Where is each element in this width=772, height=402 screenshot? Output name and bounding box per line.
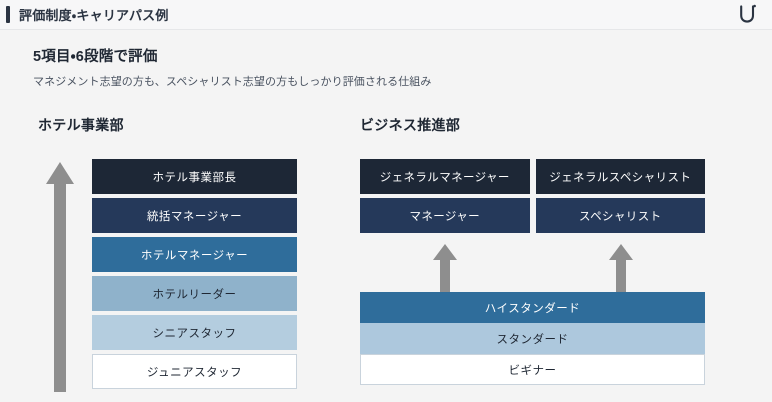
right-promotion-arrows <box>360 243 705 295</box>
intro-title: 5項目・6段階で評価 <box>33 49 158 65</box>
right-standard-bands: ハイスタンダードスタンダードビギナー <box>360 292 705 385</box>
header-accent-bar <box>6 6 10 23</box>
career-level-label: ホテルリーダー <box>152 288 237 301</box>
track-role-box: スペシャリスト <box>535 198 705 233</box>
right-column-heading: ビジネス推進部 <box>360 117 461 133</box>
left-career-ladder: ホテル事業部長統括マネージャーホテルマネージャーホテルリーダーシニアスタッフジュ… <box>92 159 297 389</box>
career-level-box: ホテルリーダー <box>92 276 297 311</box>
career-level-box: 統括マネージャー <box>92 198 297 233</box>
track-role-box: マネージャー <box>360 198 530 233</box>
career-level-box: シニアスタッフ <box>92 315 297 350</box>
track-role-box: ジェネラルマネージャー <box>360 159 530 194</box>
track-role-label: ジェネラルスペシャリスト <box>549 171 692 184</box>
career-level-label: 統括マネージャー <box>146 210 243 223</box>
track-role-label: スペシャリスト <box>579 210 662 223</box>
track-role-label: ジェネラルマネージャー <box>379 171 510 184</box>
up-arrow-icon-manager <box>432 243 458 295</box>
career-level-box: ホテル事業部長 <box>92 159 297 194</box>
standard-band-box: ハイスタンダード <box>360 292 705 323</box>
standard-band-label: ビギナー <box>508 364 557 377</box>
intro-block: 5項目・6段階で評価 マネジメント志望の方も、スペシャリスト志望の方もしっかり評… <box>33 45 432 89</box>
career-level-label: ジュニアスタッフ <box>146 366 243 379</box>
standard-band-label: ハイスタンダード <box>484 302 581 315</box>
career-level-label: シニアスタッフ <box>152 327 237 340</box>
standard-band-box: スタンダード <box>360 323 705 354</box>
career-level-box: ジュニアスタッフ <box>92 354 297 389</box>
standard-band-label: スタンダード <box>496 333 569 346</box>
left-growth-arrow-icon <box>44 160 76 392</box>
left-column-heading: ホテル事業部 <box>38 117 124 133</box>
intro-subtitle: マネジメント志望の方も、スペシャリスト志望の方もしっかり評価される仕組み <box>33 76 432 88</box>
standard-band-box: ビギナー <box>360 354 705 385</box>
up-arrow-icon-specialist <box>608 243 634 295</box>
career-level-label: ホテルマネージャー <box>140 249 249 262</box>
track-role-box: ジェネラルスペシャリスト <box>535 159 705 194</box>
u-logo-icon <box>735 3 761 27</box>
page-header: 評価制度・キャリアパス例 <box>0 0 772 30</box>
page-title: 評価制度・キャリアパス例 <box>19 8 169 23</box>
career-level-box: ホテルマネージャー <box>92 237 297 272</box>
right-track-grid: ジェネラルマネージャー ジェネラルスペシャリストマネージャー スペシャリスト <box>360 159 705 233</box>
track-role-label: マネージャー <box>409 210 481 223</box>
career-level-label: ホテル事業部長 <box>152 171 237 184</box>
